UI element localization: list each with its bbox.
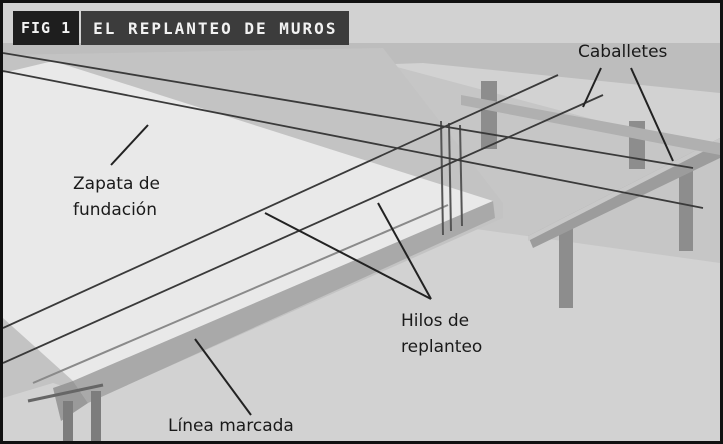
footing-top xyxy=(3,61,493,381)
rebar-3 xyxy=(459,124,463,227)
leader-linea xyxy=(194,338,252,416)
left-batter-post-2 xyxy=(91,391,101,441)
layout-string-4 xyxy=(3,70,704,209)
left-batter-post xyxy=(63,401,73,441)
middle-batter-board xyxy=(461,95,720,155)
illustration xyxy=(3,3,720,441)
leader-caballetes-1 xyxy=(582,67,602,108)
left-batter-board xyxy=(27,383,104,403)
label-hilos-line1: Hilos de xyxy=(401,311,470,331)
rebar-1 xyxy=(440,120,444,236)
label-zapata: Zapata de fundación xyxy=(73,171,160,223)
marked-line xyxy=(32,204,449,384)
layout-string-2 xyxy=(3,94,604,364)
right-batter-post-front xyxy=(559,223,573,308)
label-zapata-line2: fundación xyxy=(73,200,157,220)
leader-hilos-2 xyxy=(377,202,432,300)
label-hilos-line2: replanteo xyxy=(401,337,483,357)
leader-zapata xyxy=(110,124,149,166)
figure-number: FIG 1 xyxy=(13,11,80,45)
middle-batter-post-left xyxy=(481,81,497,149)
figure-header: FIG 1 EL REPLANTEO DE MUROS xyxy=(13,11,350,45)
footing-front-face xyxy=(73,201,495,403)
rebar-2 xyxy=(448,122,452,232)
leader-hilos-1 xyxy=(264,212,432,300)
layout-string-1 xyxy=(3,74,559,329)
layout-string-3 xyxy=(3,52,694,169)
label-zapata-line1: Zapata de xyxy=(73,174,161,194)
label-caballetes: Caballetes xyxy=(578,42,668,62)
label-linea-marcada: Línea marcada xyxy=(168,416,294,436)
leader-caballetes-2 xyxy=(630,67,674,162)
label-hilos: Hilos de replanteo xyxy=(401,308,482,360)
right-batter-post-back xyxy=(679,163,693,251)
figure-title: EL REPLANTEO DE MUROS xyxy=(81,11,350,45)
